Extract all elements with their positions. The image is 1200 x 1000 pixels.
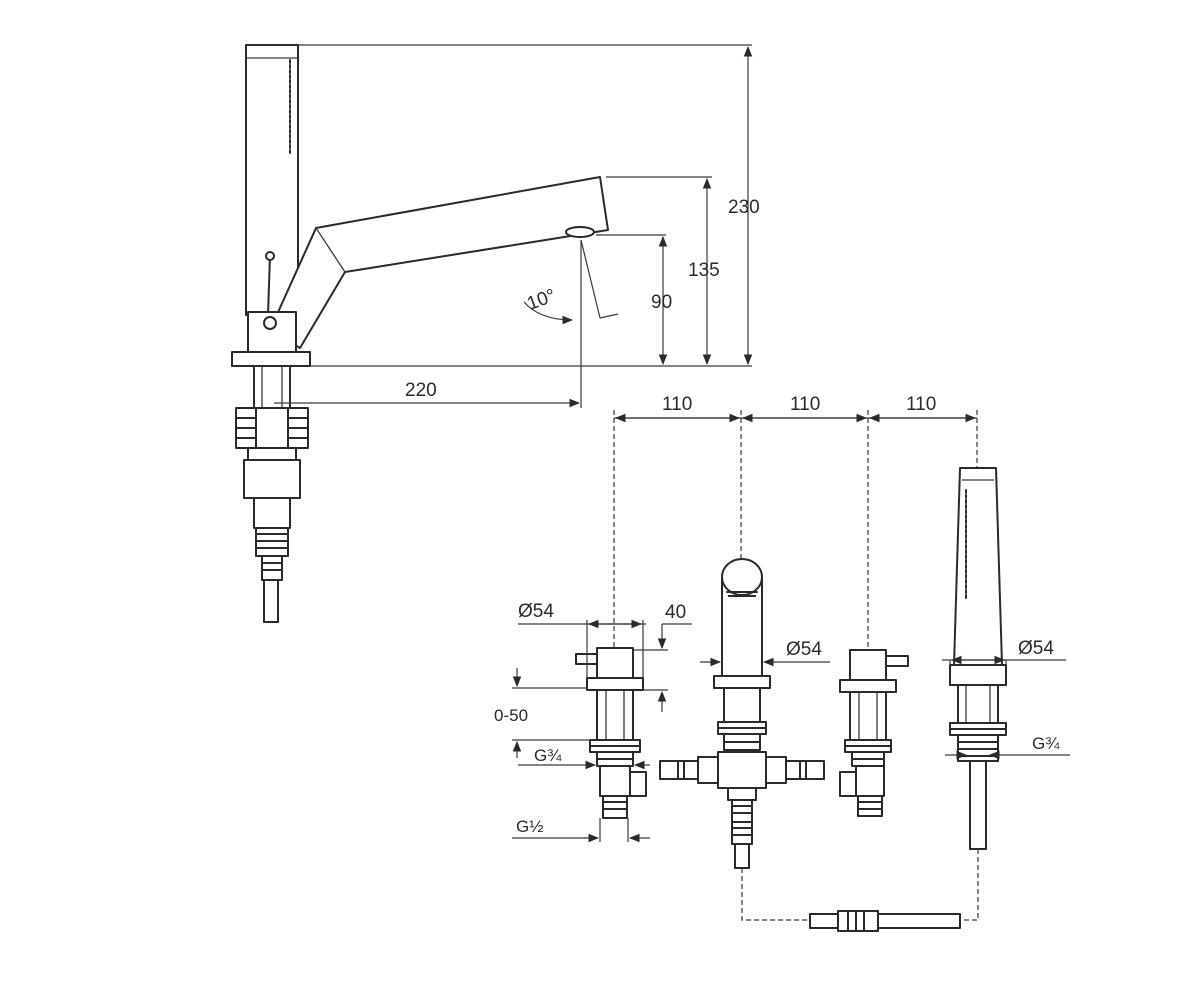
spout-height-label: 135 [688,260,720,281]
right-valve [839,649,909,817]
spacing-1-label: 110 [662,394,692,415]
thread-outlet-left-label: G½ [516,817,543,836]
shower-hose [741,849,979,932]
spout-reach-label: 220 [405,380,437,401]
overall-height-label: 230 [728,197,760,218]
side-view-tap [231,44,609,623]
spacing-2-label: 110 [790,394,820,415]
left-valve-dimensions: Ø54 40 0-50 G¾ G½ [494,601,692,843]
rosette-diameter-center-label: Ø54 [786,639,822,660]
rosette-diameter-left-label: Ø54 [518,601,554,622]
handle-height-label: 40 [665,602,686,623]
center-spout: Ø54 [659,558,830,869]
deck-thickness-label: 0-50 [494,706,528,725]
spout-angle-label: 10° [524,285,558,315]
thread-inlet-left-label: G¾ [534,746,562,765]
outlet-height-label: 90 [651,292,672,313]
spacing-3-label: 110 [906,394,936,415]
hand-shower: Ø54 G¾ [942,467,1070,850]
rosette-diameter-right-label: Ø54 [1018,638,1054,659]
front-view-spacing: 110 110 110 [613,394,978,660]
thread-hand-shower-label: G¾ [1032,734,1060,753]
side-view-dimensions: 230 135 90 220 10° [274,44,760,408]
